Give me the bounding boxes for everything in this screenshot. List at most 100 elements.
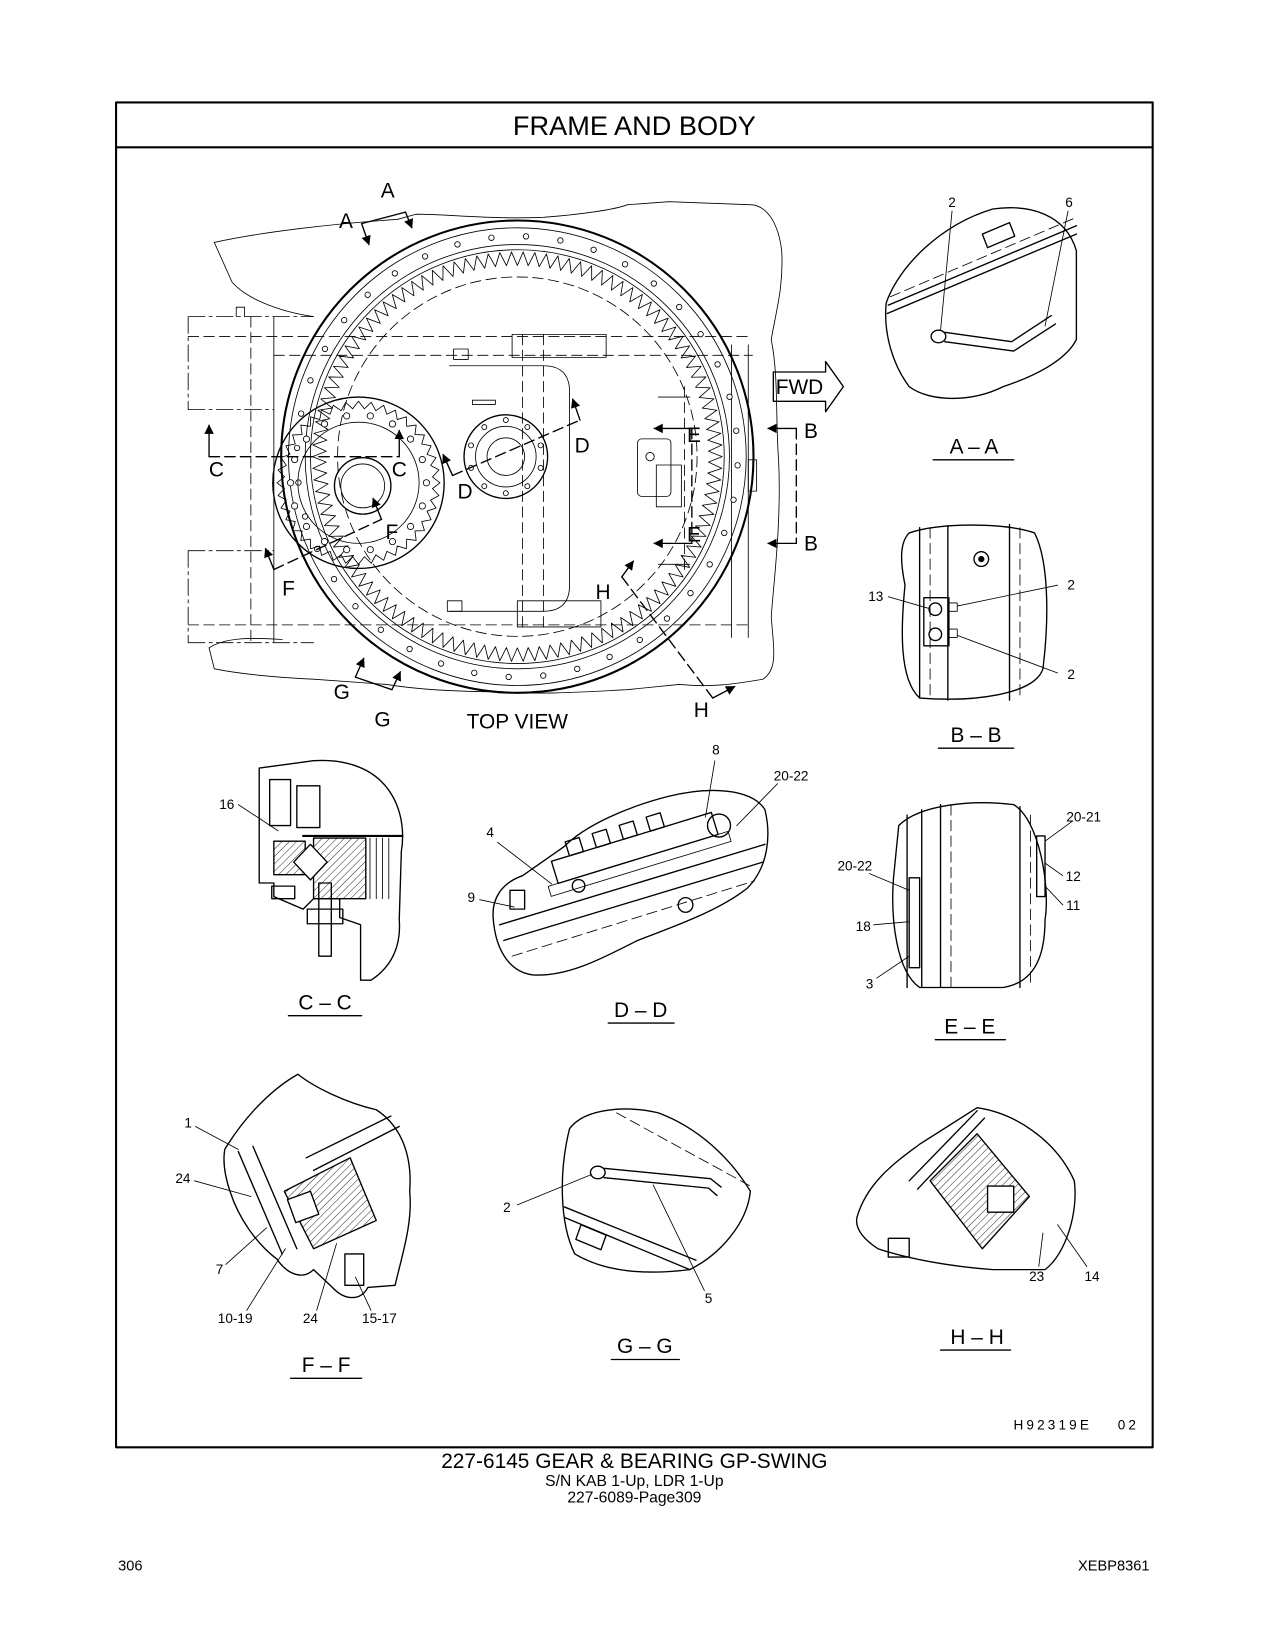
grease-fitting [930, 329, 947, 344]
flange-lines [886, 225, 1078, 315]
inner-frame [448, 365, 570, 612]
lower-beam [187, 550, 314, 644]
view-f-f: 1 24 7 10-19 24 15-17 F – F [175, 1073, 411, 1379]
pinion-teeth [276, 400, 441, 565]
view-title: A – A [950, 436, 999, 459]
gear-stripes [369, 837, 390, 900]
callout-number: 13 [868, 589, 883, 604]
view-outline [223, 1073, 411, 1299]
callout-number: 24 [175, 1171, 191, 1186]
bracket-plate [655, 464, 682, 508]
ring-dashed [511, 880, 755, 957]
drive-gear [276, 400, 441, 565]
drive-ring [297, 421, 420, 544]
bolt-hole [437, 660, 445, 667]
bolt-hole [320, 538, 329, 546]
bolt [344, 1253, 365, 1286]
bolt-hole [537, 442, 544, 449]
bolt-hole [636, 636, 643, 644]
bolt-hole [471, 669, 478, 676]
bolt-hole [488, 234, 495, 241]
section-mark-g: G [374, 708, 390, 731]
callout-number: 9 [468, 890, 476, 905]
frame-outline [208, 201, 783, 694]
section-mark-h: H [694, 699, 709, 722]
slot [471, 399, 496, 405]
section-arrow-h [712, 685, 736, 699]
bolt-hole [557, 237, 564, 244]
grease-fitting [589, 1165, 606, 1180]
swivel-outer [463, 414, 549, 500]
section-mark-g: G [334, 681, 350, 704]
section-mark-b: B [804, 533, 818, 556]
frame-side-line [235, 306, 275, 644]
view-title: H – H [950, 1326, 1003, 1349]
bolt-hole [352, 603, 359, 610]
ring-lines [498, 843, 766, 942]
leader-line [869, 820, 1073, 979]
roller [986, 1185, 1015, 1213]
callout-number: 1 [184, 1116, 192, 1131]
bracket [637, 438, 672, 497]
section-line-h [621, 576, 714, 699]
flange-dashed [616, 1112, 751, 1187]
flange-lines [563, 1206, 697, 1271]
bolt-hole [734, 462, 741, 469]
bolt-hole [307, 377, 314, 384]
callout-number: 16 [219, 797, 234, 812]
bolt-hole [522, 233, 530, 240]
view-outline [258, 759, 404, 981]
roller [286, 1190, 320, 1224]
callout-number: 5 [705, 1291, 713, 1306]
plate-lines [908, 1110, 986, 1190]
view-g-g: 2 5 G – G [503, 1108, 752, 1361]
grease-fitting [928, 602, 943, 617]
section-arrow-f [264, 547, 275, 571]
swivel-bolts [468, 417, 544, 497]
callout-number: 3 [866, 977, 874, 992]
bolt-hole [341, 317, 348, 324]
drawing-revision: 02 [1118, 1418, 1139, 1433]
leader-line [194, 1126, 372, 1311]
bolt-hole [590, 246, 597, 253]
drawing-number: H92319E [1013, 1418, 1092, 1433]
view-e-e: 20-21 12 11 20-22 18 3 E – E [837, 802, 1101, 1041]
view-outline [492, 789, 769, 976]
view-outline [892, 802, 1048, 989]
bolt-hole [468, 442, 474, 449]
section-arrow-g [391, 671, 401, 691]
bolt-hole [502, 490, 509, 497]
callout-number: 2 [948, 195, 956, 210]
top-view: FWD A A B B C C D D E E F F G G H H TOP … [187, 179, 845, 733]
bolt-hole [697, 331, 704, 338]
bolt-hole [663, 615, 671, 622]
grease-tube [603, 1167, 722, 1197]
bolt-hole [343, 412, 351, 420]
bolt-hole [621, 261, 629, 268]
bolt-hole [606, 653, 613, 660]
grease-tube [944, 314, 1057, 352]
plate-lines [237, 1145, 298, 1255]
section-mark-b: B [804, 420, 818, 443]
bolt-hole [524, 483, 531, 490]
page-number: 306 [118, 1559, 142, 1575]
race-section [283, 1157, 377, 1250]
callout-number: 2 [1067, 577, 1075, 592]
page-title: FRAME AND BODY [513, 110, 756, 141]
bolt-hole [406, 645, 413, 653]
view-title: B – B [951, 724, 1002, 747]
section-line-a [360, 211, 407, 225]
center-dashed [522, 333, 544, 628]
bolt-hole [364, 291, 371, 298]
bolt-head [571, 878, 586, 893]
swivel [463, 414, 549, 500]
flange-dashed [889, 216, 1077, 298]
section-line-d [451, 419, 581, 477]
view-title: G – G [617, 1335, 673, 1358]
section-mark-h: H [595, 581, 610, 604]
drive-assembly [547, 811, 732, 897]
view-title: F – F [302, 1354, 351, 1377]
bolt-hole [733, 427, 740, 434]
bolt-hole [687, 589, 694, 597]
bolt-hole [714, 361, 721, 368]
